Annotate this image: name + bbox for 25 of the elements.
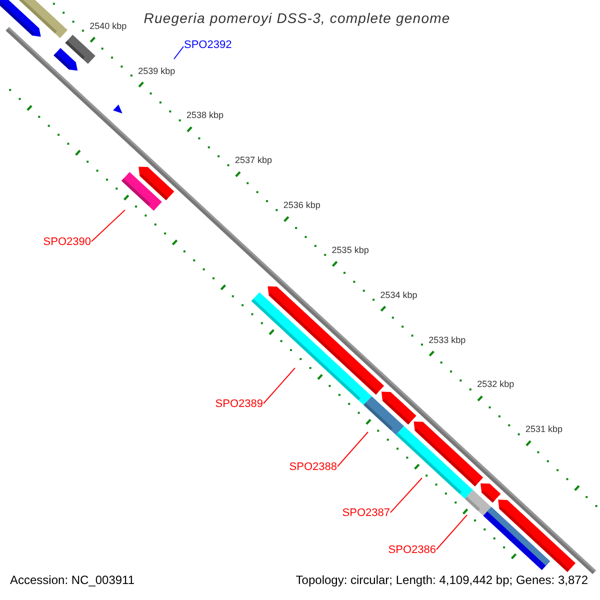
title: Ruegeria pomeroyi DSS-3, complete genome xyxy=(142,11,452,25)
accession-text: Accession: NC_003911 xyxy=(10,574,135,586)
scale-label: 2537 kbp xyxy=(234,156,272,166)
gene-label: SPO2386 xyxy=(388,545,436,556)
scale-label: 2534 kbp xyxy=(380,290,418,300)
gene-label: SPO2389 xyxy=(215,399,263,410)
scale-label: 2533 kbp xyxy=(428,336,466,345)
genome-summary-text: Topology: circular; Length: 4,109,442 bp; Genes: 3,872 xyxy=(296,574,588,586)
leader-line xyxy=(337,432,368,467)
leader-line xyxy=(263,368,296,404)
gene-label: SPO2388 xyxy=(289,462,337,473)
gene-label: SPO2387 xyxy=(342,508,390,519)
leader-line xyxy=(436,514,468,550)
scale-label: 2540 kbp xyxy=(90,22,127,31)
scale-label: 2536 kbp xyxy=(283,201,320,210)
leader-line xyxy=(174,46,184,60)
leader-line xyxy=(91,210,126,242)
scale-label: 2538 kbp xyxy=(186,111,224,120)
gene-label: SPO2392 xyxy=(184,40,232,51)
scale-label: 2535 kbp xyxy=(332,246,369,255)
scale-label: 2539 kbp xyxy=(138,66,176,76)
leader-line xyxy=(390,478,422,513)
gene-label: SPO2390 xyxy=(43,237,91,248)
scale-label: 2531 kbp xyxy=(526,425,563,434)
scale-label: 2532 kbp xyxy=(477,380,514,390)
